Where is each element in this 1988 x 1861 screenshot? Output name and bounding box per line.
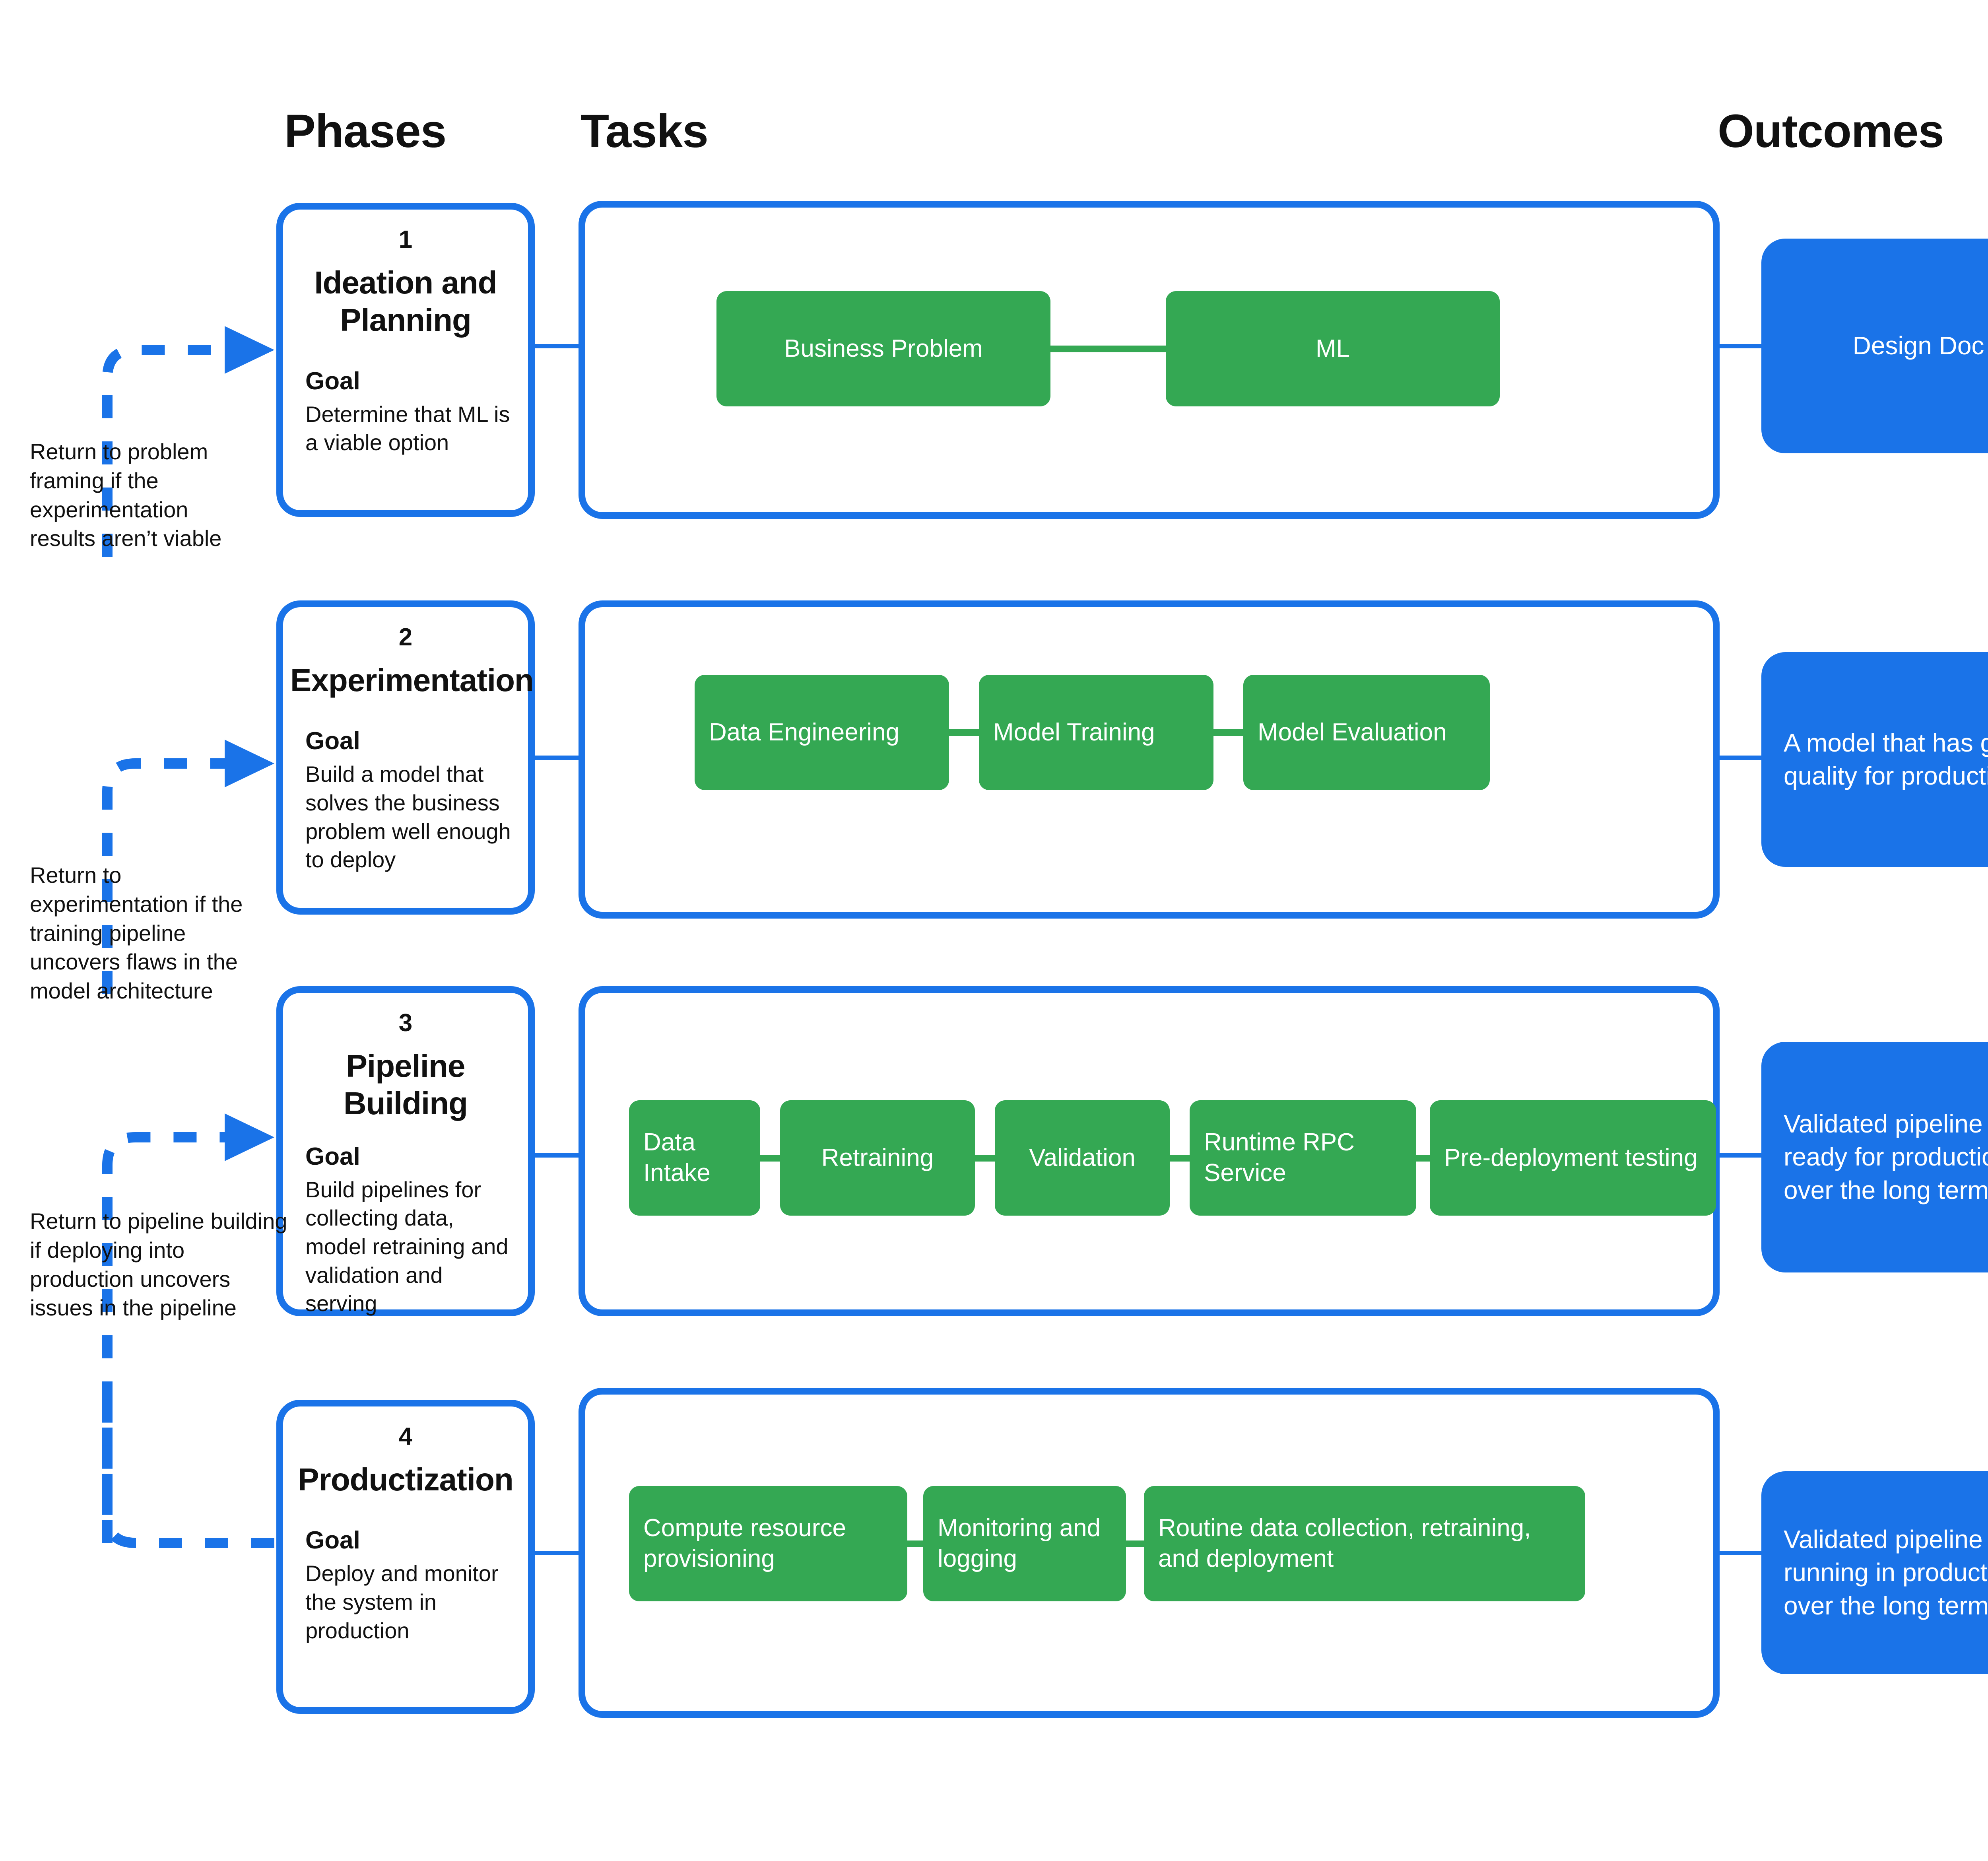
task-connector-3-1 (760, 1155, 780, 1162)
outcome-box-2[interactable]: A model that has good quality for produc… (1761, 652, 1988, 867)
task-node-1-1[interactable]: Business Problem (716, 291, 1050, 406)
outcome-box-3[interactable]: Validated pipeline that’s ready for prod… (1761, 1042, 1988, 1272)
goal-text-1: Determine that ML is a viable option (305, 401, 510, 455)
task-connector-3-2 (975, 1155, 995, 1162)
connector-tasks2-outcome (1720, 756, 1763, 760)
connector-phase1-tasks (535, 344, 579, 348)
phase-goal-3: Goal Build pipelines for collecting data… (305, 1142, 528, 1318)
task-node-4-2[interactable]: Monitoring and logging (923, 1486, 1126, 1601)
task-node-3-5[interactable]: Pre-deployment testing (1430, 1100, 1716, 1216)
feedback-note-1: Return to problem framing if the experim… (30, 439, 222, 551)
phase-number-1: 1 (398, 226, 413, 253)
phase-card-4[interactable]: 4 Productization Goal Deploy and monitor… (276, 1400, 535, 1714)
task-node-1-2[interactable]: ML (1166, 291, 1500, 406)
tasks-container-4: Compute resource provisioning Monitoring… (579, 1388, 1720, 1718)
goal-label-4: Goal (305, 1527, 360, 1554)
phase-number-3: 3 (398, 1009, 413, 1037)
phase-goal-4: Goal Deploy and monitor the system in pr… (305, 1526, 528, 1645)
goal-label-2: Goal (305, 727, 360, 755)
connector-tasks1-outcome (1720, 344, 1763, 348)
column-header-phases: Phases (284, 105, 447, 157)
task-node-3-1[interactable]: Data Intake (629, 1100, 760, 1216)
goal-text-2: Build a model that solves the business p… (305, 761, 511, 872)
phase-number-4: 4 (398, 1423, 413, 1450)
task-node-2-1[interactable]: Data Engineering (695, 675, 949, 790)
task-node-2-2[interactable]: Model Training (979, 675, 1213, 790)
task-node-3-3[interactable]: Validation (995, 1100, 1170, 1216)
phase-card-3[interactable]: 3 Pipeline Building Goal Build pipelines… (276, 986, 535, 1316)
task-node-3-4[interactable]: Runtime RPC Service (1190, 1100, 1416, 1216)
phase-goal-2: Goal Build a model that solves the busin… (305, 727, 528, 874)
task-connector-2-1 (949, 729, 979, 736)
outcome-box-4[interactable]: Validated pipeline that’s running in pro… (1761, 1471, 1988, 1674)
feedback-arrowhead-1 (225, 326, 274, 374)
goal-label-3: Goal (305, 1142, 360, 1170)
feedback-arrowhead-2 (225, 740, 274, 787)
feedback-arrowhead-3 (225, 1113, 274, 1161)
task-node-2-3[interactable]: Model Evaluation (1243, 675, 1490, 790)
feedback-note-2: Return to experimentation if the trainin… (30, 863, 243, 1004)
task-connector-1-1 (1050, 346, 1166, 352)
connector-phase3-tasks (535, 1153, 579, 1158)
outcome-box-1[interactable]: Design Doc (1761, 239, 1988, 453)
task-node-3-2[interactable]: Retraining (780, 1100, 975, 1216)
phase-title-1: Ideation and Planning (314, 265, 497, 338)
task-node-4-1[interactable]: Compute resource provisioning (629, 1486, 907, 1601)
phase-card-1[interactable]: 1 Ideation and Planning Goal Determine t… (276, 203, 535, 517)
connector-phase4-tasks (535, 1551, 579, 1555)
task-node-4-3[interactable]: Routine data collection, retraining, and… (1144, 1486, 1585, 1601)
tasks-container-2: Data Engineering Model Training Model Ev… (579, 600, 1720, 919)
phase-card-2[interactable]: 2 Experimentation Goal Build a model tha… (276, 600, 535, 915)
goal-text-3: Build pipelines for collecting data, mod… (305, 1177, 509, 1316)
phase-title-2: Experimentation (290, 662, 534, 698)
column-header-tasks: Tasks (580, 105, 709, 157)
connector-tasks3-outcome (1720, 1153, 1763, 1158)
task-connector-4-2 (1126, 1540, 1144, 1547)
tasks-container-1: Business Problem ML (579, 201, 1720, 519)
task-connector-4-1 (907, 1540, 923, 1547)
task-connector-3-3 (1170, 1155, 1190, 1162)
column-header-outcomes: Outcomes (1718, 105, 1944, 157)
goal-text-4: Deploy and monitor the system in product… (305, 1561, 499, 1643)
feedback-source-line-4 (102, 1392, 274, 1548)
connector-tasks4-outcome (1720, 1551, 1763, 1555)
task-connector-3-4 (1416, 1155, 1430, 1162)
feedback-arrow-3 (102, 1132, 231, 1543)
task-connector-2-2 (1213, 729, 1243, 736)
phase-title-4: Productization (298, 1462, 514, 1497)
feedback-note-3: Return to pipeline building if deploying… (30, 1208, 287, 1321)
tasks-container-3: Data Intake Retraining Validation Runtim… (579, 986, 1720, 1316)
goal-label-1: Goal (305, 367, 360, 395)
connector-phase2-tasks (535, 756, 579, 760)
phase-title-3: Pipeline Building (344, 1048, 468, 1121)
phase-goal-1: Goal Determine that ML is a viable optio… (305, 367, 528, 457)
phase-number-2: 2 (398, 624, 413, 651)
